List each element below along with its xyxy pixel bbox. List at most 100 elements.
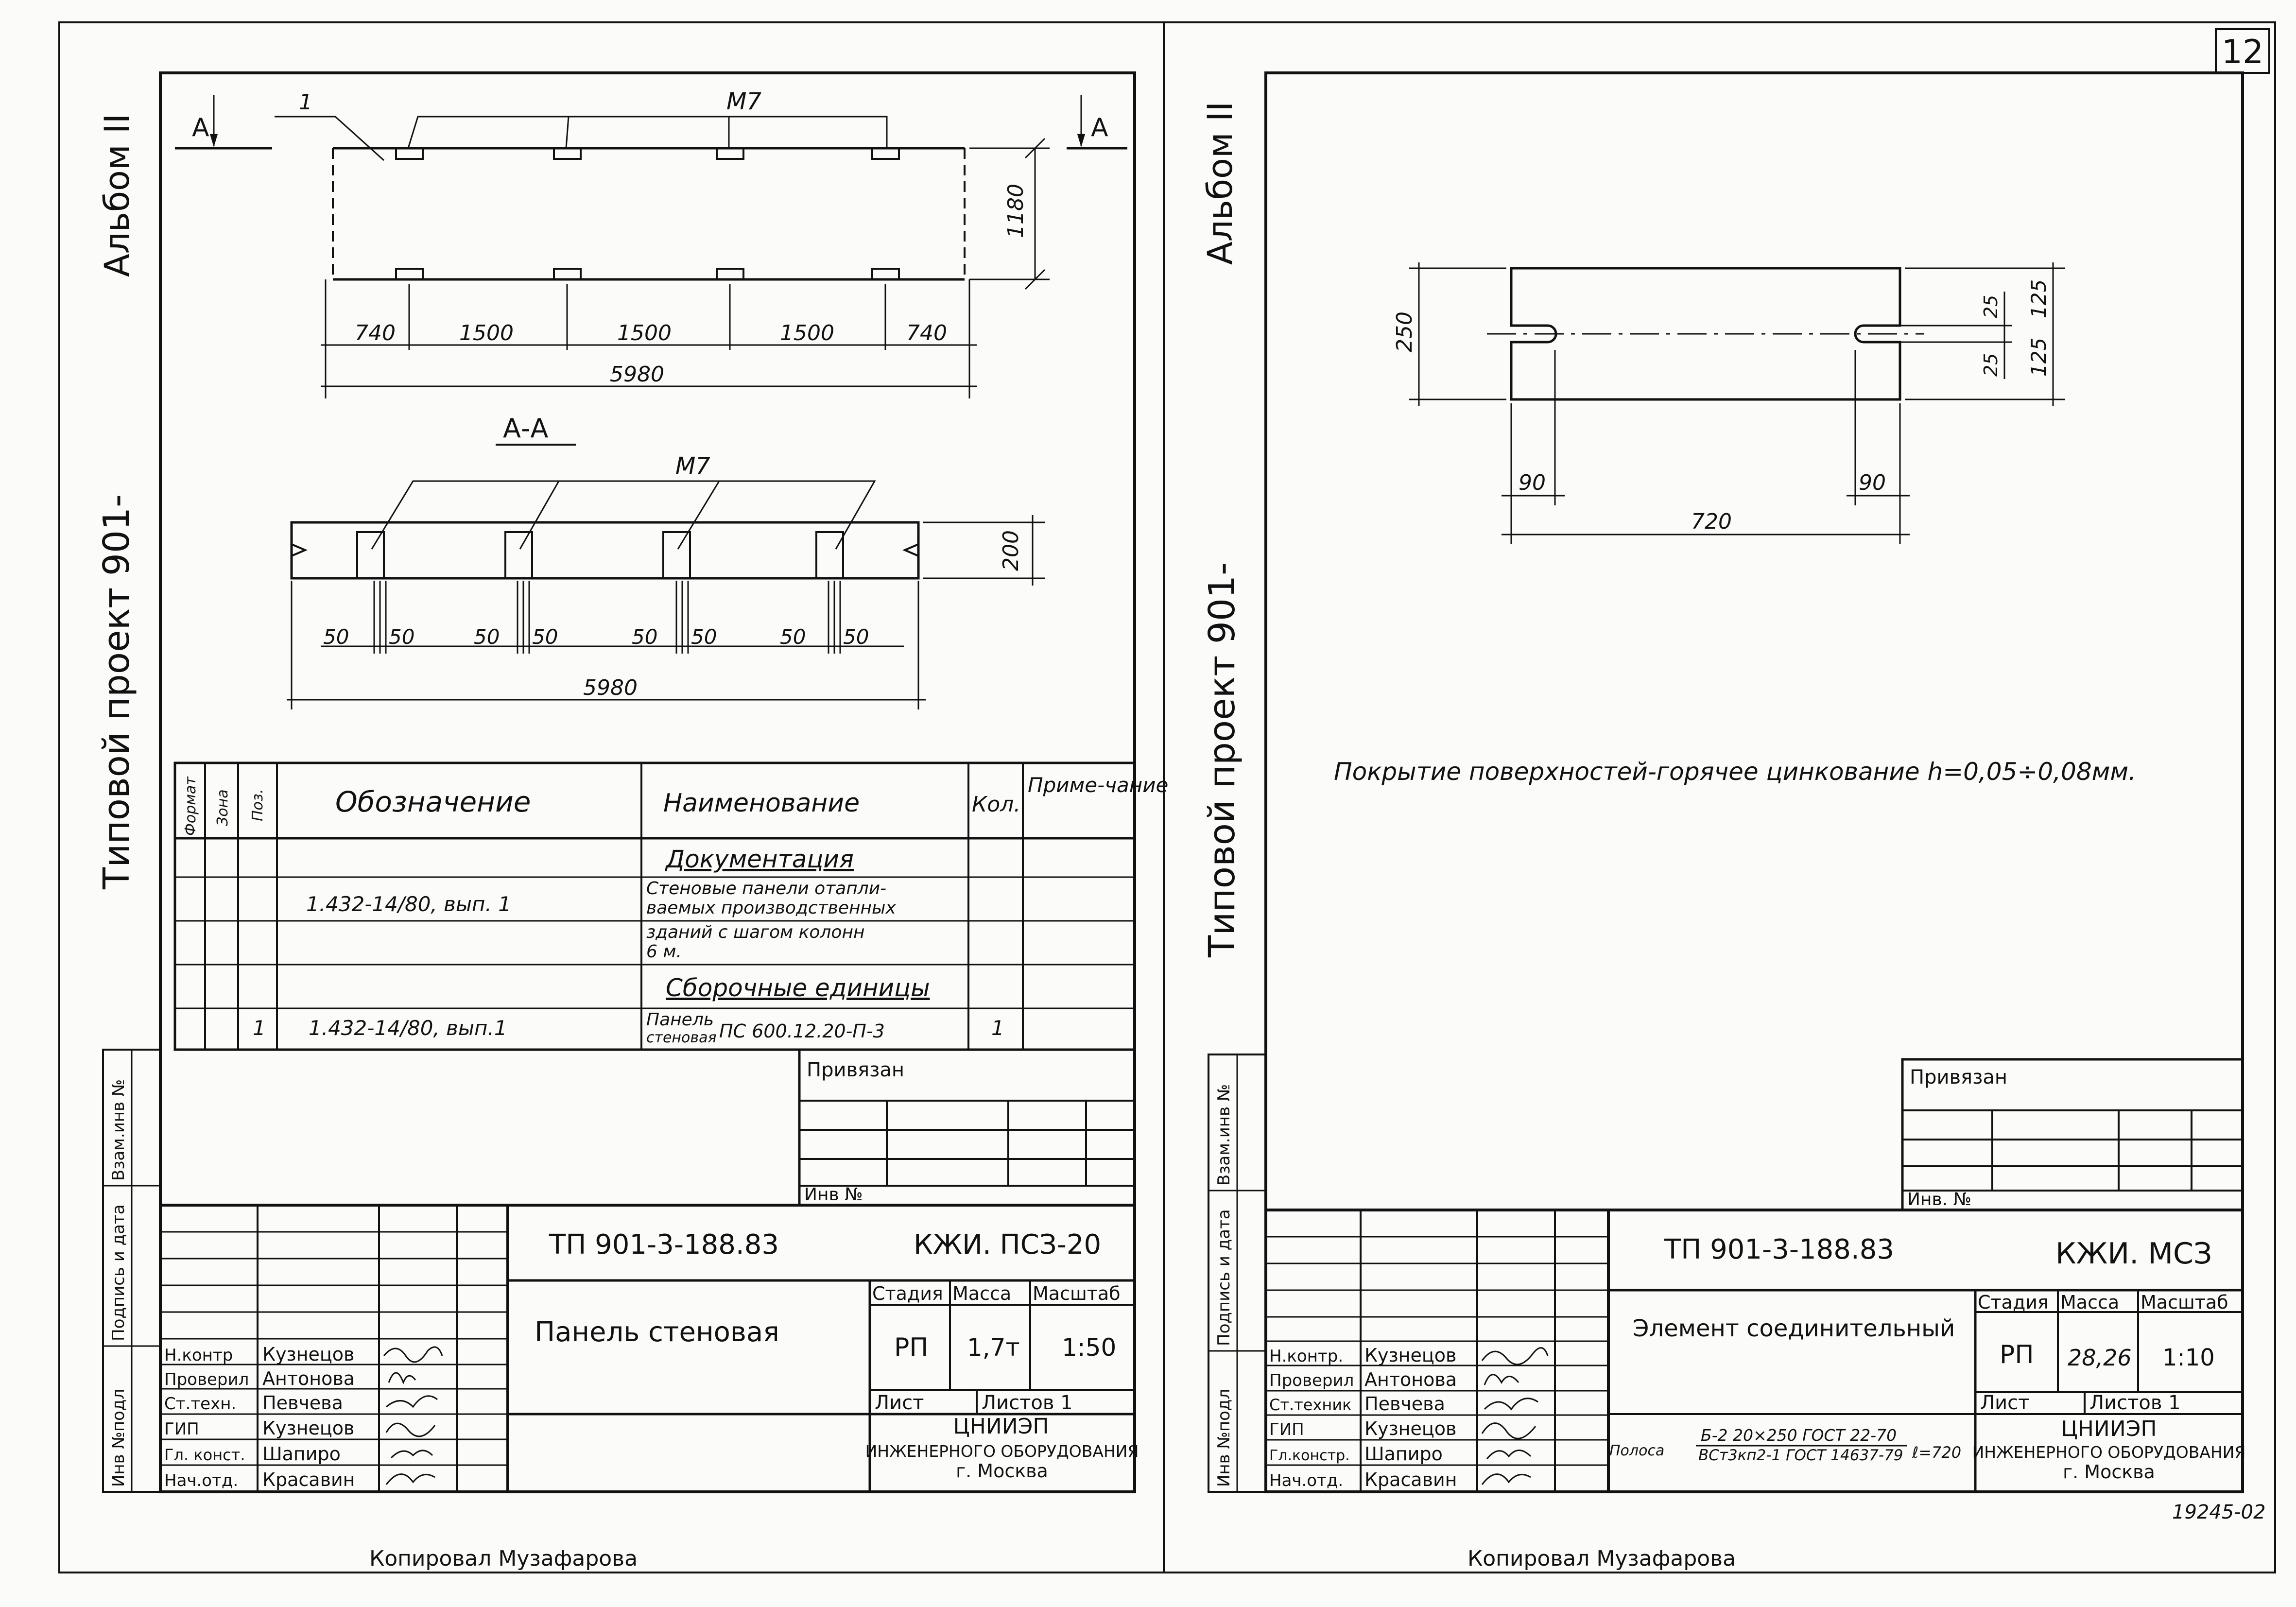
left-inv-no: Инв № [804, 1185, 863, 1205]
spec-asm-mark: ПС 600.12.20-П-3 [719, 1020, 885, 1042]
spec-doc-header: Документация [665, 845, 854, 873]
left-org-1: ЦНИИЭП [953, 1414, 1049, 1439]
spec-asm-pos: 1 [253, 1016, 266, 1040]
spec-h-pos: Поз. [249, 789, 266, 821]
right-name-4: Кузнецов [1364, 1418, 1456, 1439]
left-drawing-frame [159, 71, 1136, 1493]
plan-dim-1: 740 [355, 321, 396, 346]
right-material-len: ℓ=720 [1912, 1443, 1961, 1462]
right-stamp-sign: Подпись и дата [1214, 1209, 1234, 1346]
doc-code-small: 19245-02 [2172, 1501, 2266, 1523]
page-number-box [2215, 28, 2270, 74]
section-dim-6: 50 [691, 625, 717, 649]
right-stage: РП [2000, 1340, 2034, 1369]
left-role-5: Гл. конст. [164, 1446, 245, 1464]
spec-asm-header: Сборочные единицы [666, 974, 930, 1002]
spec-asm-name-1: Панель [646, 1010, 714, 1030]
section-dim-2: 50 [389, 625, 414, 649]
spec-doc-name-2: ваемых производственных [646, 898, 896, 918]
section-dim-8: 50 [843, 625, 869, 649]
right-material-bottom: ВСт3кп2-1 ГОСТ 14637-79 [1698, 1447, 1903, 1464]
right-name-1: Кузнецов [1364, 1345, 1456, 1366]
left-doc-number: ТП 901-3-188.83 [549, 1229, 779, 1261]
left-stamp-vzam: Взам.инв № [109, 1079, 128, 1181]
left-role-1: Н.контр [164, 1346, 233, 1365]
right-material-top: Б-2 20×250 ГОСТ 22-70 [1701, 1426, 1897, 1445]
right-scale: 1:10 [2162, 1344, 2215, 1371]
left-stage-h: Стадия [872, 1283, 943, 1304]
right-privyazan: Привязан [1910, 1066, 2007, 1089]
spec-asm-name-2: стеновая [646, 1029, 717, 1046]
plate-slot-bottom-dim: 25 [1980, 353, 2002, 377]
section-total-dim: 5980 [583, 675, 638, 700]
right-stage-h: Стадия [1978, 1292, 2049, 1313]
spec-table [173, 761, 1136, 1051]
right-mass: 28,26 [2068, 1345, 2132, 1371]
footer-copied-left: Копировал Музафарова [369, 1546, 638, 1571]
footer-copied-right: Копировал Музафарова [1467, 1546, 1736, 1571]
plate-bottom-dim: 125 [2027, 338, 2051, 377]
cut-label-left: А [192, 113, 209, 142]
outer-border [58, 21, 2276, 1573]
right-side-album: Альбом II [1200, 102, 1240, 265]
coating-note: Покрытие поверхностей-горячее цинкование… [1334, 758, 2136, 786]
plate-right-dim: 90 [1859, 470, 1886, 495]
plan-dim-5: 740 [906, 321, 947, 346]
right-name-5: Шапиро [1364, 1443, 1443, 1465]
left-scale: 1:50 [1062, 1333, 1116, 1362]
section-height-dim: 200 [999, 530, 1023, 571]
plan-dim-3: 1500 [617, 321, 672, 346]
right-scale-h: Масштаб [2141, 1292, 2228, 1313]
right-stamp-vzam: Взам.инв № [1214, 1084, 1234, 1186]
left-name-3: Певчева [262, 1392, 343, 1414]
right-signatures [1481, 1347, 1549, 1485]
left-sheet: Лист [875, 1392, 924, 1414]
spec-doc-name-3: зданий с шагом колонн [646, 922, 865, 942]
right-title: Элемент соединительный [1633, 1315, 1955, 1342]
left-name-2: Антонова [262, 1368, 355, 1389]
spec-h-qty: Кол. [972, 792, 1020, 817]
left-signatures [383, 1346, 443, 1485]
right-sheet: Лист [1980, 1392, 2029, 1414]
spec-h-note: Приме-чание [1028, 773, 1168, 797]
plate-top-dim: 125 [2027, 279, 2051, 318]
right-side-project: Типовой проект 901- [1201, 562, 1243, 958]
left-role-3: Ст.техн. [164, 1394, 236, 1414]
right-mass-h: Масса [2060, 1292, 2119, 1313]
right-title-block [1264, 1058, 2244, 1493]
plan-dim-4: 1500 [780, 321, 834, 346]
right-org-1: ЦНИИЭП [2061, 1417, 2157, 1441]
right-name-6: Красавин [1364, 1469, 1457, 1490]
plan-total-dim: 5980 [610, 362, 664, 387]
right-role-3: Ст.техник [1269, 1396, 1351, 1414]
right-role-4: ГИП [1269, 1420, 1304, 1439]
section-label: А-А [503, 413, 548, 444]
panel-section-view [287, 480, 1045, 709]
section-dim-4: 50 [532, 625, 558, 649]
left-mass: 1,7т [967, 1333, 1020, 1362]
plate-total-dim: 720 [1691, 509, 1732, 534]
panel-plan-view [175, 95, 1127, 398]
plate-height-dim: 250 [1392, 311, 1417, 352]
cut-label-right: А [1091, 113, 1108, 142]
section-dim-1: 50 [323, 625, 349, 649]
spec-doc-name-1: Стеновые панели отапли- [646, 879, 886, 899]
spec-doc-designation: 1.432-14/80, вып. 1 [306, 892, 511, 916]
left-side-album: Альбом II [97, 114, 137, 277]
right-role-1: Н.контр. [1269, 1347, 1343, 1366]
spec-h-zone: Зона [214, 789, 231, 826]
right-stamp-inv: Инв №подл [1214, 1389, 1234, 1487]
connecting-element-drawing [1409, 262, 2065, 544]
right-material-prefix: Полоса [1609, 1442, 1664, 1459]
right-inv-no: Инв. № [1907, 1190, 1971, 1210]
right-doc-number: ТП 901-3-188.83 [1664, 1234, 1894, 1265]
left-item-number: 1 [299, 90, 312, 115]
page-number: 12 [2222, 33, 2264, 71]
spec-asm-designation: 1.432-14/80, вып.1 [309, 1016, 507, 1040]
right-side-stamp: Инв №подл Подпись и дата Взам.инв № [1208, 1054, 1267, 1493]
plan-height-dim: 1180 [1003, 184, 1028, 238]
right-name-2: Антонова [1364, 1369, 1457, 1390]
right-org-2: ИНЖЕНЕРНОГО ОБОРУДОВАНИЯ [1972, 1443, 2246, 1462]
left-mass-h: Масса [952, 1283, 1011, 1304]
